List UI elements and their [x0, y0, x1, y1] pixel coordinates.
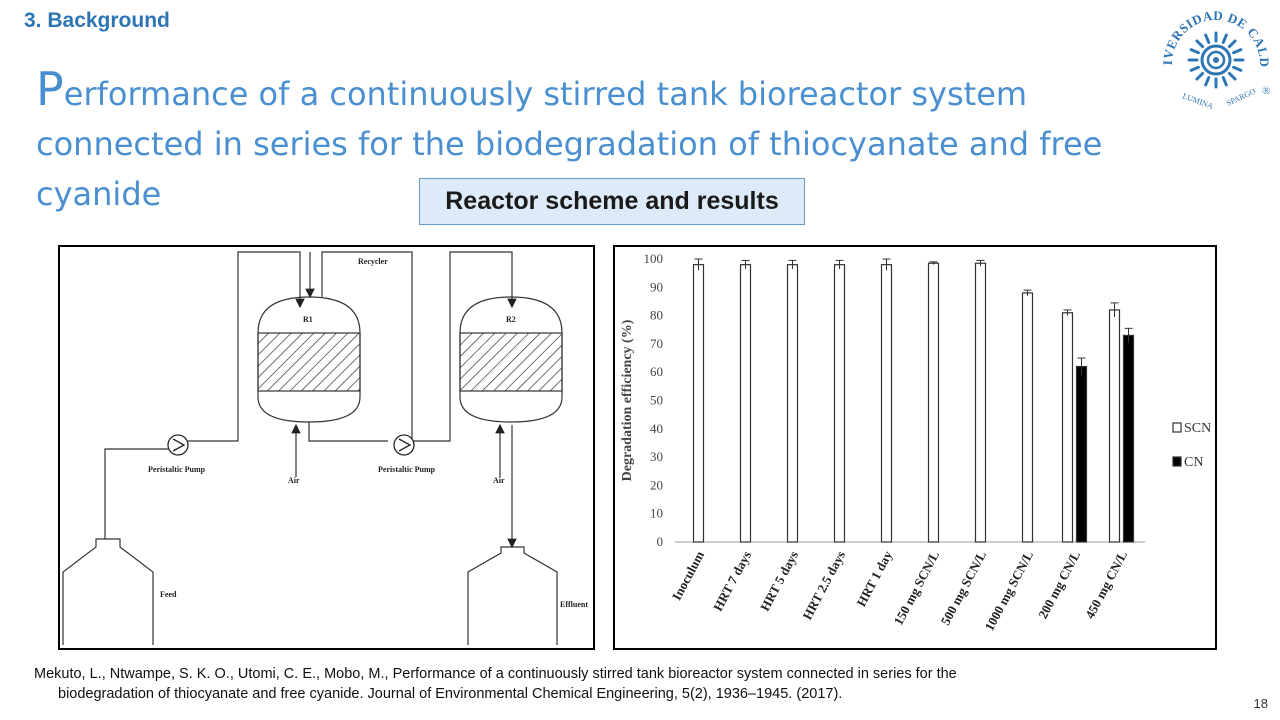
reactor-scheme-panel: Recycler R1 R2 Peristaltic Pump Peristal… [58, 245, 595, 650]
x-tick-label: 150 mg SCN/L [891, 548, 943, 627]
x-tick-label: HRT 1 day [853, 548, 895, 609]
section-subtitle: Reactor scheme and results [419, 178, 805, 225]
y-tick-label: 10 [650, 506, 663, 521]
logo-motto-left: LUMINA [1181, 91, 1214, 110]
bar-scn [692, 264, 705, 543]
bar-cn [1075, 365, 1088, 543]
logo-sun-ray [1227, 39, 1237, 49]
y-tick-label: 70 [650, 336, 663, 351]
x-tick-label: 500 mg SCN/L [938, 548, 990, 627]
bar-scn [927, 262, 940, 543]
logo-motto-right: SPARGO [1225, 87, 1257, 108]
reactor-r1-label: R1 [303, 315, 313, 324]
y-axis-label: Degradation efficiency (%) [620, 319, 635, 481]
pump-1-icon [167, 434, 189, 456]
slide-title: Performance of a continuously stirred ta… [36, 64, 1196, 219]
x-tick-label: 450 mg CN/L [1082, 548, 1130, 621]
pump-2-label: Peristaltic Pump [378, 465, 436, 474]
x-tick-label: HRT 5 days [757, 548, 801, 613]
x-tick-label: 1000 mg SCN/L [982, 548, 1037, 633]
y-tick-label: 80 [650, 308, 663, 323]
bar-scn [786, 264, 799, 543]
reactor-r2 [459, 296, 563, 423]
bar-scn [1061, 312, 1074, 543]
page-number: 18 [1253, 696, 1268, 711]
recycler-label: Recycler [358, 257, 388, 266]
registered-mark: ® [1262, 85, 1270, 97]
x-tick-label: HRT 2.5 days [799, 548, 848, 622]
legend-label-scn: SCN [1184, 421, 1211, 436]
bar-scn [974, 262, 987, 543]
y-tick-label: 0 [657, 534, 664, 549]
logo-sun-ray [1189, 48, 1200, 55]
logo-sun-ray [1221, 33, 1228, 44]
logo-sun-ray [1232, 48, 1243, 55]
citation-line-1: Mekuto, L., Ntwampe, S. K. O., Utomi, C.… [34, 666, 957, 682]
bar-cn [1122, 334, 1135, 543]
logo-sun-ray [1189, 65, 1200, 72]
logo-sun-rays [1187, 31, 1245, 89]
y-tick-label: 90 [650, 279, 663, 294]
citation-line-2: biodegradation of thiocyanate and free c… [58, 686, 843, 702]
university-seal-icon: UNIVERSIDAD DE CALDAS LUMINA SPARGO ® [1158, 2, 1272, 111]
effluent-bottle [467, 546, 558, 645]
citation: Mekuto, L., Ntwampe, S. K. O., Utomi, C.… [34, 664, 1230, 704]
bar-scn [1021, 292, 1034, 543]
air-2-label: Air [493, 476, 505, 485]
title-initial: P [36, 62, 64, 116]
x-tick-label: 200 mg CN/L [1035, 548, 1083, 621]
bar-scn [833, 264, 846, 543]
x-tick-label: Inoculum [669, 548, 707, 602]
pump-1-label: Peristaltic Pump [148, 465, 206, 474]
y-tick-label: 50 [650, 393, 663, 408]
reactor-r1 [257, 296, 361, 423]
logo-sun-ray [1195, 39, 1205, 49]
logo-sun-ray [1221, 76, 1228, 87]
bar-scn [739, 264, 752, 543]
logo-sun-ray [1232, 65, 1243, 72]
pump-2-icon [393, 434, 415, 456]
legend-swatch-cn [1172, 456, 1182, 467]
logo-sun-ray [1204, 76, 1211, 87]
y-tick-label: 60 [650, 364, 663, 379]
reactor-r2-label: R2 [506, 315, 516, 324]
reactor-scheme-diagram: Recycler R1 R2 Peristaltic Pump Peristal… [62, 251, 588, 645]
logo-sun-ray [1204, 33, 1211, 44]
y-tick-label: 30 [650, 449, 663, 464]
y-tick-label: 20 [650, 477, 663, 492]
y-tick-label: 100 [644, 251, 664, 266]
bar-scn [880, 264, 893, 543]
logo-sun-ray [1195, 71, 1205, 81]
feed-bottle [62, 538, 154, 645]
x-tick-label: HRT 7 days [710, 548, 754, 613]
feed-label: Feed [160, 590, 177, 599]
section-heading: 3. Background [24, 9, 170, 32]
title-text: erformance of a continuously stirred tan… [36, 75, 1103, 213]
bar-scn [1108, 309, 1121, 543]
logo-sun-ray [1227, 71, 1237, 81]
effluent-label: Effluent [560, 600, 588, 609]
air-1-label: Air [288, 476, 300, 485]
legend-label-cn: CN [1184, 455, 1203, 470]
legend-swatch-scn [1172, 422, 1182, 433]
y-tick-label: 40 [650, 421, 663, 436]
